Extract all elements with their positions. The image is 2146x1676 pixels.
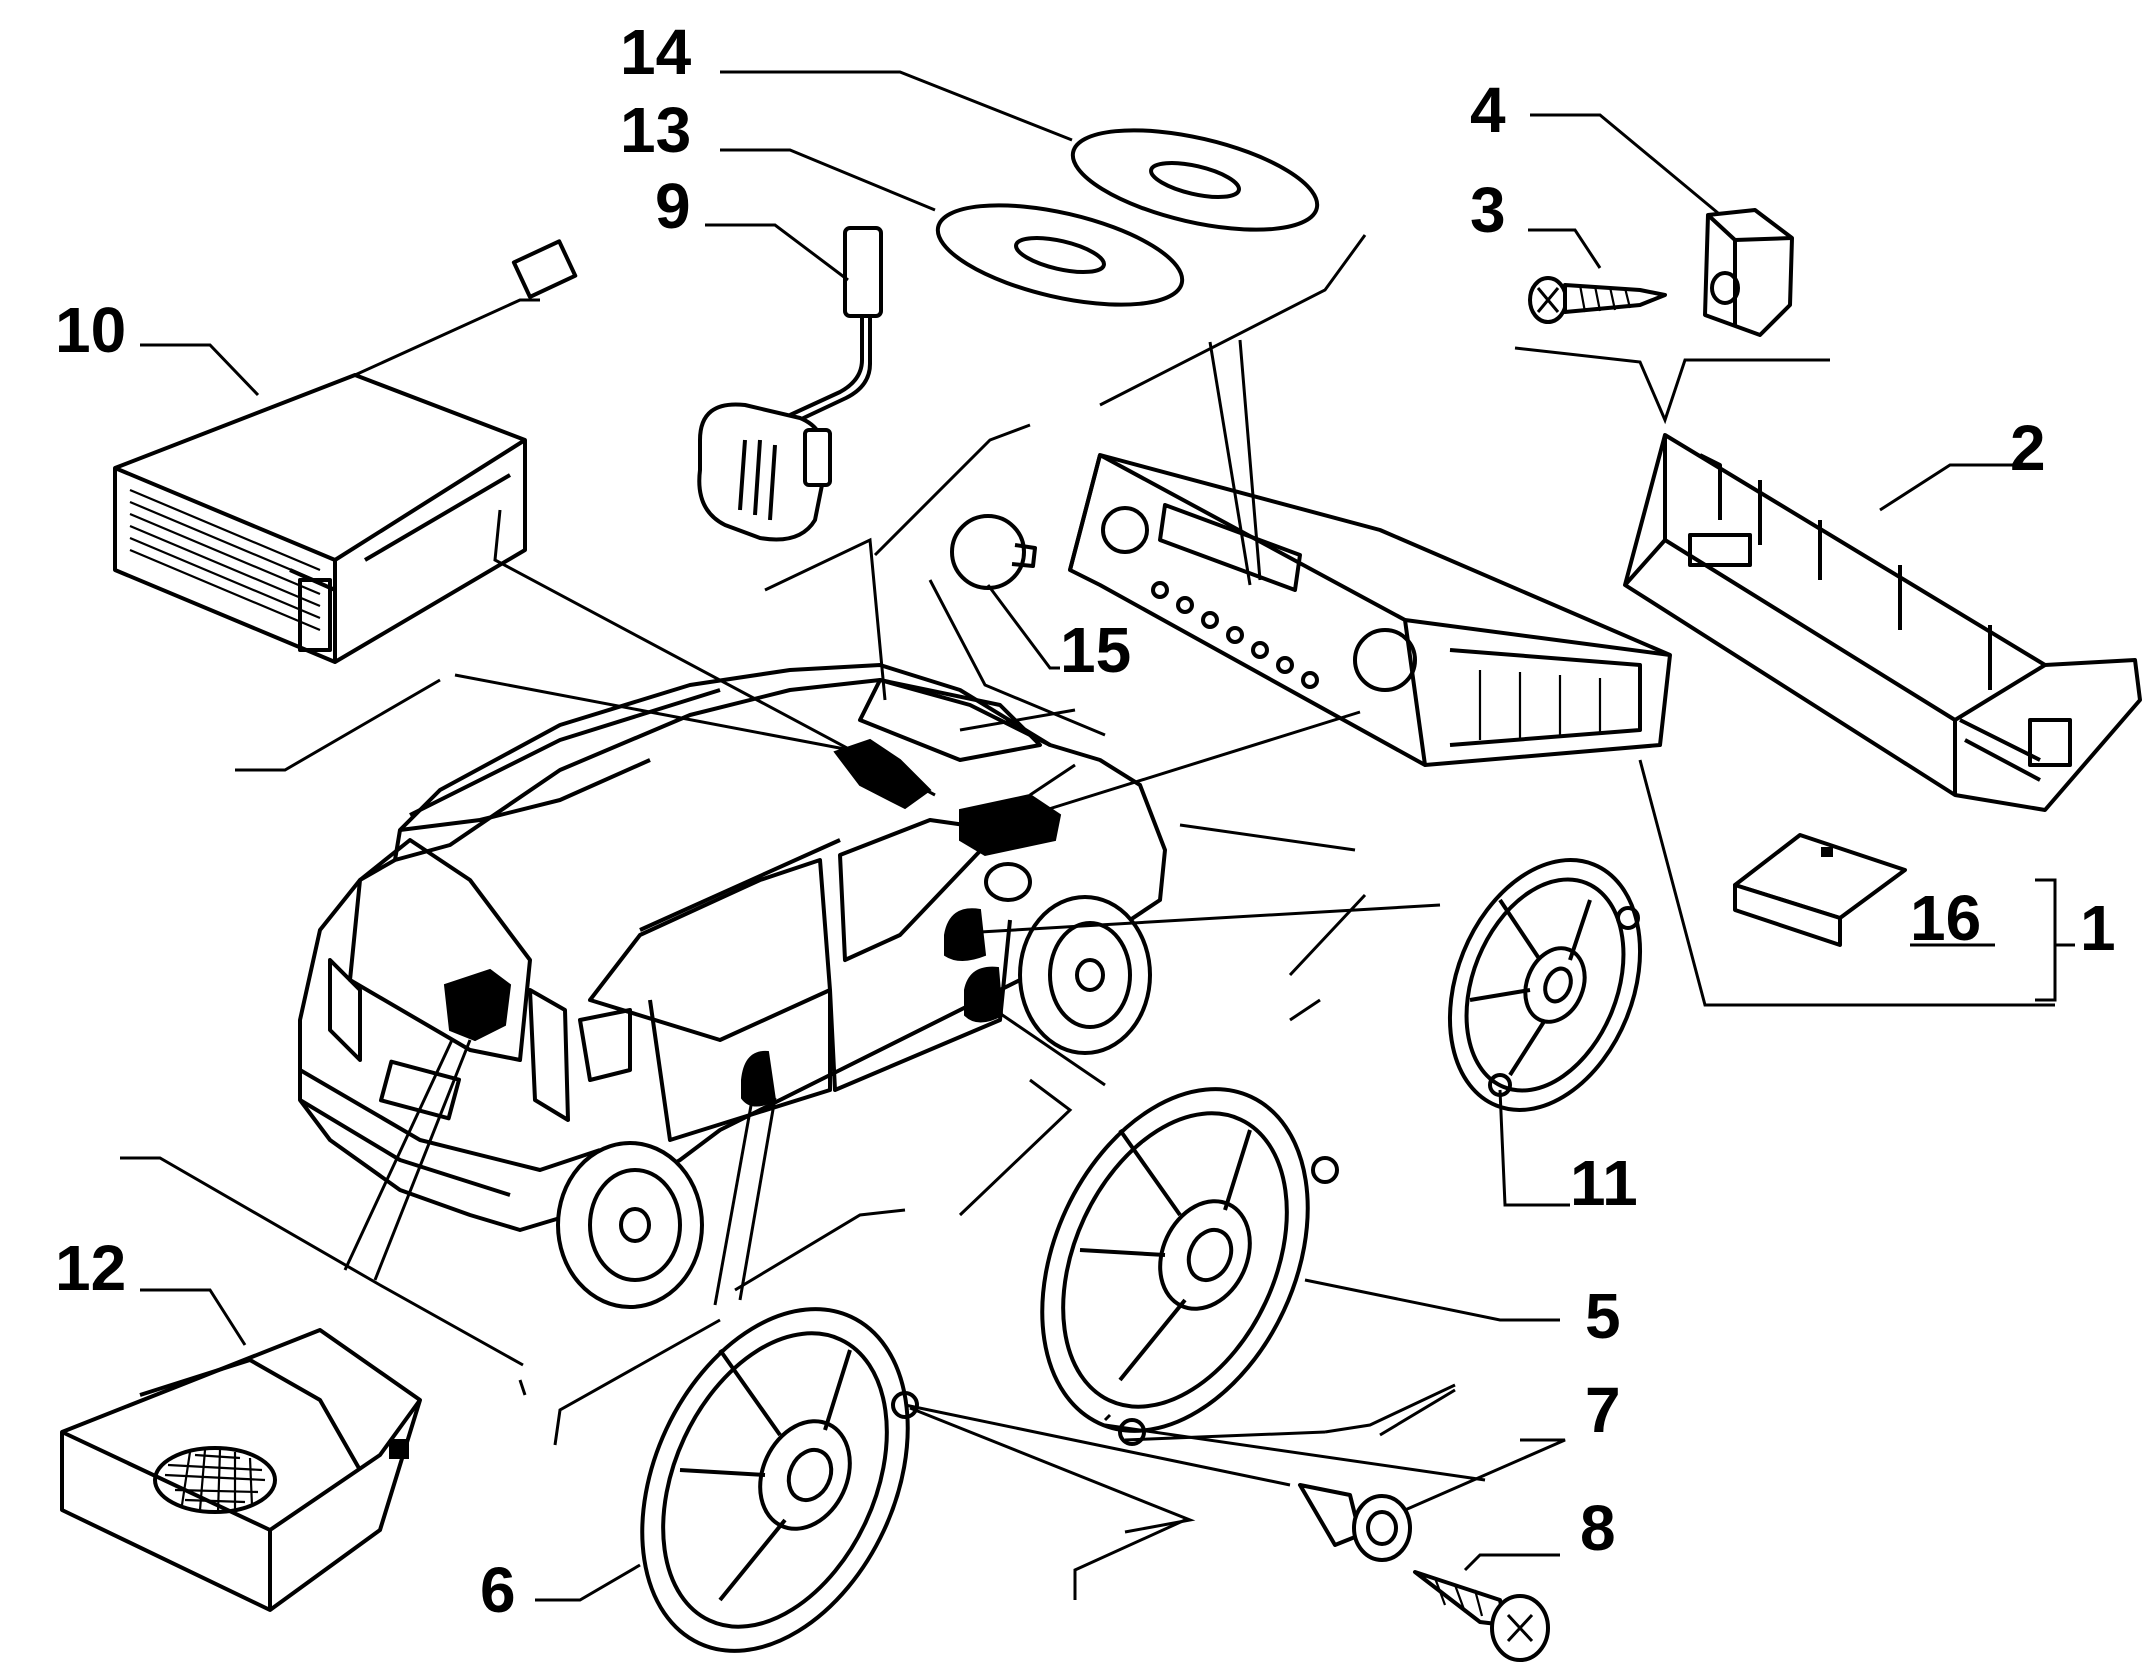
speaker-11 xyxy=(1447,858,1643,1112)
label-11: 11 xyxy=(1570,1147,1638,1219)
label-13: 13 xyxy=(620,94,691,166)
label-5: 5 xyxy=(1585,1280,1621,1352)
label-4: 4 xyxy=(1470,74,1506,146)
cd-disc-14 xyxy=(1070,128,1320,232)
leader-lines xyxy=(120,70,2075,1602)
part-labels: 14 13 9 10 4 3 2 15 16 1 11 12 5 7 8 6 xyxy=(55,16,2116,1626)
label-16: 16 xyxy=(1910,882,1981,954)
antenna-knob-15-housing xyxy=(697,402,832,542)
card-16 xyxy=(1733,833,1907,947)
clip-4 xyxy=(1703,208,1794,337)
subwoofer-box-12 xyxy=(60,1328,422,1612)
car-illustration xyxy=(298,663,1167,1309)
label-3: 3 xyxy=(1470,174,1506,246)
screw-3 xyxy=(1528,276,1667,324)
antenna-cable-9 xyxy=(789,226,883,424)
label-10: 10 xyxy=(55,294,126,366)
label-1: 1 xyxy=(2080,892,2116,964)
label-14: 14 xyxy=(620,16,692,88)
mounting-frame-2 xyxy=(1623,433,2142,812)
knob-15 xyxy=(950,514,1060,670)
cd-changer-box-10 xyxy=(113,239,578,664)
radio-unit xyxy=(1068,453,1672,767)
cd-disc-13 xyxy=(935,203,1185,307)
speaker-5 xyxy=(1040,1087,1339,1446)
label-8: 8 xyxy=(1580,1492,1616,1564)
label-9: 9 xyxy=(655,170,691,242)
label-6: 6 xyxy=(480,1554,516,1626)
screw-8 xyxy=(1413,1570,1550,1662)
label-2: 2 xyxy=(2010,412,2046,484)
label-15: 15 xyxy=(1060,614,1131,686)
label-12: 12 xyxy=(55,1232,126,1304)
speaker-6 xyxy=(640,1307,919,1653)
rivet-7 xyxy=(1298,1483,1412,1562)
label-7: 7 xyxy=(1585,1374,1621,1446)
